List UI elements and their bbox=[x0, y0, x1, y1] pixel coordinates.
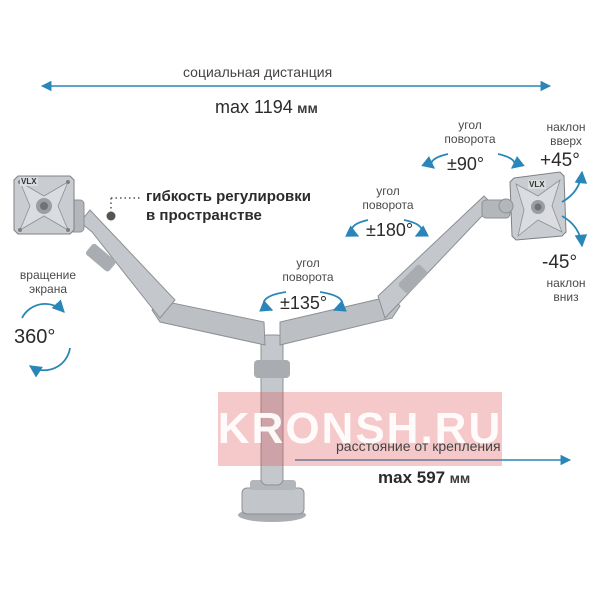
right-arm bbox=[279, 195, 511, 346]
screen-rotation-caption: вращение экрана bbox=[18, 268, 78, 296]
tilt-down-value: -45° bbox=[542, 252, 578, 273]
left-vesa-logo: VLX bbox=[20, 177, 38, 186]
mount-distance-value: max 597 bbox=[378, 468, 446, 487]
left-rotation-line1: угол bbox=[376, 184, 400, 198]
mount-distance-label: расстояние от крепления bbox=[336, 438, 501, 454]
center-rotation-line1: угол bbox=[296, 256, 320, 270]
social-distance-value: max 1194 bbox=[215, 97, 293, 117]
top-rotation-line1: угол bbox=[458, 118, 482, 132]
left-rotation-value: ±180° bbox=[366, 220, 414, 240]
tilt-down-caption: наклон вниз bbox=[538, 276, 594, 304]
top-rotation-value: ±90° bbox=[447, 154, 485, 174]
social-distance-value-group: max 1194 мм bbox=[215, 97, 318, 118]
left-rotation-line2: поворота bbox=[362, 198, 414, 212]
screen-rotation-value: 360° bbox=[14, 326, 56, 348]
top-rotation-caption: угол поворота bbox=[444, 118, 496, 146]
top-rotation-arrows bbox=[421, 153, 525, 169]
desk-clamp bbox=[238, 480, 306, 522]
center-rotation-line2: поворота bbox=[282, 270, 334, 284]
flexibility-line2: в пространстве bbox=[146, 207, 262, 224]
watermark: KRONSH.RU bbox=[218, 392, 502, 466]
flexibility-dot bbox=[106, 211, 116, 221]
tilt-down-line1: наклон bbox=[546, 276, 586, 290]
screen-rotation-line2: экрана bbox=[28, 282, 68, 296]
mount-distance-value-group: max 597 мм bbox=[378, 468, 470, 488]
left-vesa-plate bbox=[13, 175, 75, 235]
flexibility-line1: гибкость регулировки bbox=[146, 188, 312, 205]
right-vesa-logo: VLX bbox=[528, 180, 546, 189]
top-rotation-line2: поворота bbox=[444, 132, 496, 146]
center-rotation-arrows bbox=[259, 291, 347, 312]
right-vesa-plate bbox=[498, 171, 567, 241]
tilt-up-line2: вверх bbox=[550, 134, 582, 148]
pole-collar bbox=[254, 360, 290, 378]
tilt-up-line1: наклон bbox=[546, 120, 586, 134]
screen-rotation-line1: вращение bbox=[19, 268, 77, 282]
tilt-down-arrow bbox=[561, 215, 588, 248]
center-rotation-caption: угол поворота bbox=[282, 256, 334, 284]
tilt-up-arrow bbox=[561, 170, 588, 203]
tilt-up-value: +45° bbox=[540, 150, 580, 171]
social-distance-unit: мм bbox=[297, 100, 318, 116]
tilt-up-caption: наклон вверх bbox=[538, 120, 594, 148]
mount-distance-unit: мм bbox=[449, 470, 471, 486]
left-rotation-caption: угол поворота bbox=[362, 184, 414, 212]
screen-rotation-arrows bbox=[21, 299, 71, 378]
social-distance-label: социальная дистанция bbox=[183, 64, 333, 80]
tilt-down-line2: вниз bbox=[553, 290, 579, 304]
left-rotation-arrows bbox=[345, 219, 429, 237]
center-rotation-value: ±135° bbox=[280, 293, 328, 313]
